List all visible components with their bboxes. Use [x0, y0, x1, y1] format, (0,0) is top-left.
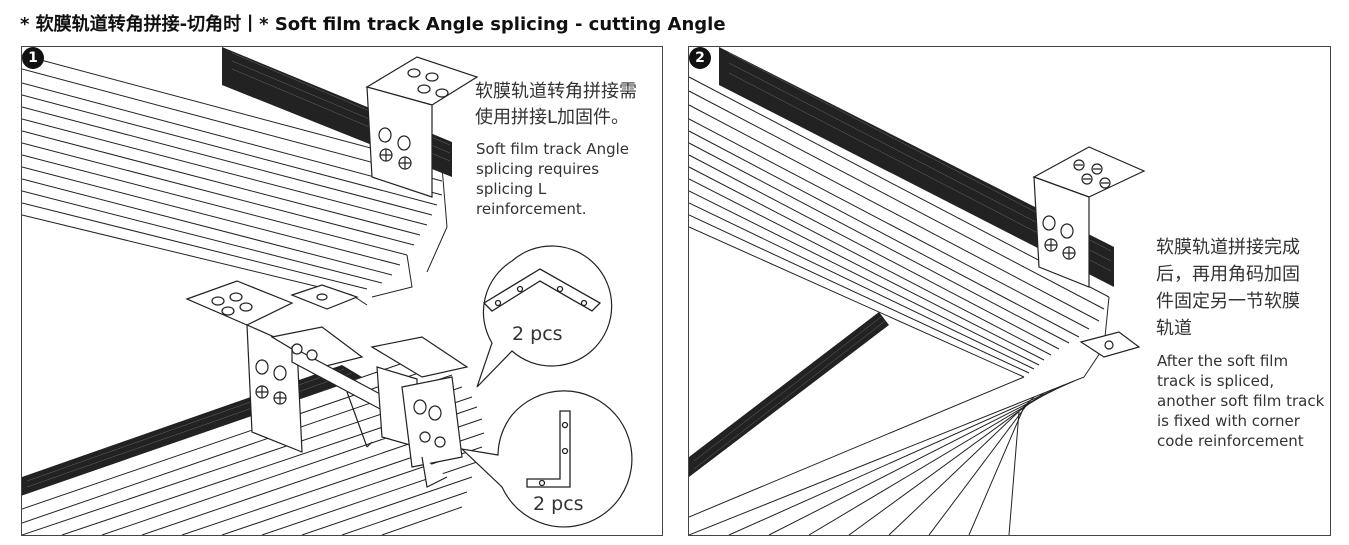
step-2-note-cn-line4: 轨道 [1156, 318, 1192, 339]
step-1-note-cn-line2: 使用拼接L加固件。 [475, 107, 630, 128]
step-2-note-cn-line1: 软膜轨道拼接完成 [1156, 237, 1300, 258]
callout-top-quantity: 2 pcs [512, 323, 563, 345]
step-1-note-cn-line1: 软膜轨道转角拼接需 [475, 81, 637, 102]
step-1-illustration [22, 47, 633, 535]
step-2-note-en-line5: code reinforcement [1157, 432, 1304, 450]
step-2-note-en-line2: track is spliced, [1157, 372, 1275, 390]
step-2-note-en-line3: another soft film track [1157, 392, 1325, 410]
page-title: * 软膜轨道转角拼接-切角时丨* Soft film track Angle s… [20, 14, 726, 35]
step-1-note-en-line4: reinforcement. [476, 200, 587, 218]
step-2-note-cn-line2: 后，再用角码加固 [1156, 264, 1300, 285]
step-2-panel: 2 [688, 46, 1331, 536]
step-1-panel: 1 [21, 46, 663, 536]
step-2-note-en-line4: is fixed with corner [1157, 412, 1300, 430]
step-1-badge: 1 [22, 47, 44, 69]
step-1-note-en-line1: Soft film track Angle [476, 140, 629, 158]
step-1-note-en-line3: splicing L [476, 180, 547, 198]
callout-bottom-quantity: 2 pcs [533, 493, 584, 515]
step-2-illustration [689, 47, 1146, 535]
step-2-note-cn-line3: 件固定另一节软膜 [1156, 291, 1300, 312]
step-2-note-en-line1: After the soft film [1157, 352, 1289, 370]
step-1-note-en-line2: splicing requires [476, 160, 600, 178]
step-2-badge: 2 [689, 47, 711, 69]
